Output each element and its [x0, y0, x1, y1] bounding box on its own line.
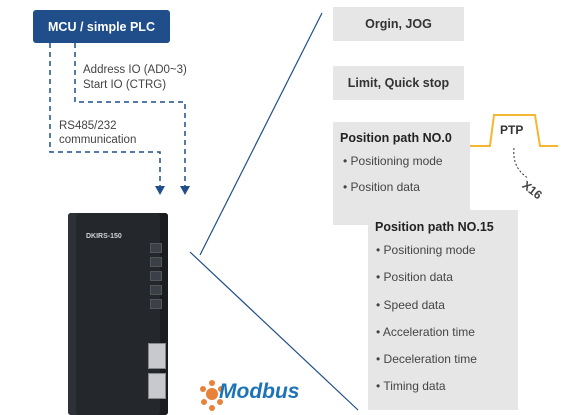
path0-item: Positioning mode: [343, 154, 443, 168]
path15-item: Timing data: [376, 379, 445, 393]
driver-terminal: [150, 243, 162, 253]
origin-jog-box: Orgin, JOG: [333, 7, 464, 41]
path15-item: Positioning mode: [376, 243, 476, 257]
modbus-logo: Modbus: [199, 380, 329, 414]
comm-label-line1: RS485/232: [59, 120, 117, 132]
controller-box: MCU / simple PLC: [33, 10, 170, 43]
comm-arrowhead: [155, 186, 165, 195]
driver-connector: [148, 373, 166, 399]
position-path-0-panel: Position path NO.0 Positioning mode Posi…: [333, 122, 470, 225]
driver-body: DKIRS-150: [68, 213, 168, 415]
controller-label: MCU / simple PLC: [48, 19, 155, 34]
path15-item: Acceleration time: [376, 325, 475, 339]
path15-item: Speed data: [376, 298, 445, 312]
ptp-profile-shape: [468, 114, 558, 147]
servo-driver-image: DKIRS-150: [58, 205, 178, 415]
modbus-icon: [200, 380, 224, 411]
x16-leader: [513, 147, 529, 179]
zoom-line-bottom: [189, 251, 359, 411]
position-path-0-title: Position path NO.0: [340, 131, 452, 145]
address-io-label: Address IO (AD0~3): [83, 64, 187, 76]
driver-connector: [148, 343, 166, 369]
driver-terminal: [150, 271, 162, 281]
limit-stop-box: Limit, Quick stop: [333, 66, 464, 100]
driver-terminal: [150, 299, 162, 309]
position-path-15-title: Position path NO.15: [375, 220, 494, 234]
driver-terminal: [150, 257, 162, 267]
zoom-line-top: [199, 12, 323, 256]
driver-terminal: [150, 285, 162, 295]
driver-model-text: DKIRS-150: [86, 233, 122, 240]
origin-jog-label: Orgin, JOG: [365, 17, 432, 31]
io-arrowhead: [180, 186, 190, 195]
limit-stop-label: Limit, Quick stop: [347, 76, 450, 90]
comm-connector: [49, 43, 161, 187]
path0-item: Position data: [343, 180, 420, 194]
path15-item: Position data: [376, 270, 453, 284]
comm-label-line2: communication: [59, 134, 137, 146]
start-io-label: Start IO (CTRG): [83, 79, 167, 91]
path15-item: Deceleration time: [376, 352, 477, 366]
ptp-label: PTP: [500, 123, 524, 137]
io-connector: [74, 43, 186, 187]
position-path-15-panel: Position path NO.15 Positioning mode Pos…: [368, 210, 518, 410]
modbus-label: Modbus: [219, 380, 300, 403]
